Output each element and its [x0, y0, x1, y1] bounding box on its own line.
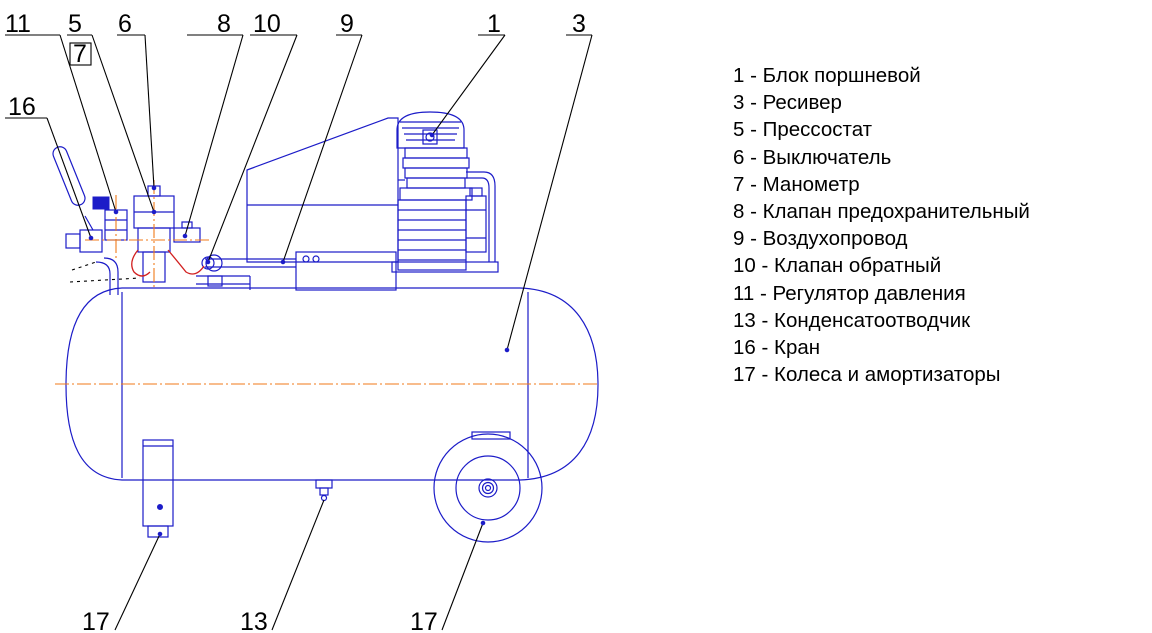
legend-item: 1 - Блок поршневой: [733, 64, 921, 87]
callout-16: 16: [8, 93, 36, 121]
legend-item: 6 - Выключатель: [733, 145, 892, 169]
piston-block: [246, 111, 499, 291]
callout-6: 6: [118, 10, 132, 38]
legend-item: 13 - Конденсатоотводчик: [733, 308, 971, 332]
callout-7-box: [69, 42, 92, 66]
callout-5: 5: [68, 10, 82, 38]
callout-1: 1: [487, 10, 501, 38]
callout-7: 7: [73, 40, 87, 68]
legend-item: 3 - Ресивер: [733, 91, 842, 115]
callout-13: 13: [240, 608, 268, 633]
legend-item: 10 - Клапан обратный: [733, 254, 942, 278]
air-line: [69, 257, 296, 295]
callout-3: 3: [572, 10, 586, 38]
parts-legend: 1 - Блок поршневой 3 - Ресивер 5 - Пресс…: [733, 62, 1030, 388]
legend-item: 16 - Кран: [733, 336, 821, 360]
leader-lines: [5, 34, 593, 631]
legend-item: 11 - Регулятор давления: [733, 281, 966, 305]
legend-item: 5 - Прессостат: [733, 118, 873, 142]
callout-17-front: 17: [82, 608, 110, 633]
callout-10: 10: [253, 10, 281, 38]
wheel: [433, 431, 543, 543]
legend-item: 8 - Клапан предохранительный: [733, 200, 1030, 224]
front-foot: [142, 439, 174, 538]
receiver-tank: [55, 287, 600, 481]
callout-9: 9: [340, 10, 354, 38]
pressure-control-group: [52, 146, 223, 290]
legend-item: 7 - Манометр: [733, 172, 860, 196]
condensate-drain: [315, 479, 333, 502]
legend-item: 9 - Воздухопровод: [733, 227, 908, 251]
callout-17-wheel: 17: [410, 608, 438, 633]
legend-item: 17 - Колеса и амортизаторы: [733, 363, 1001, 387]
callout-11: 11: [5, 10, 31, 38]
callout-8: 8: [217, 10, 231, 38]
